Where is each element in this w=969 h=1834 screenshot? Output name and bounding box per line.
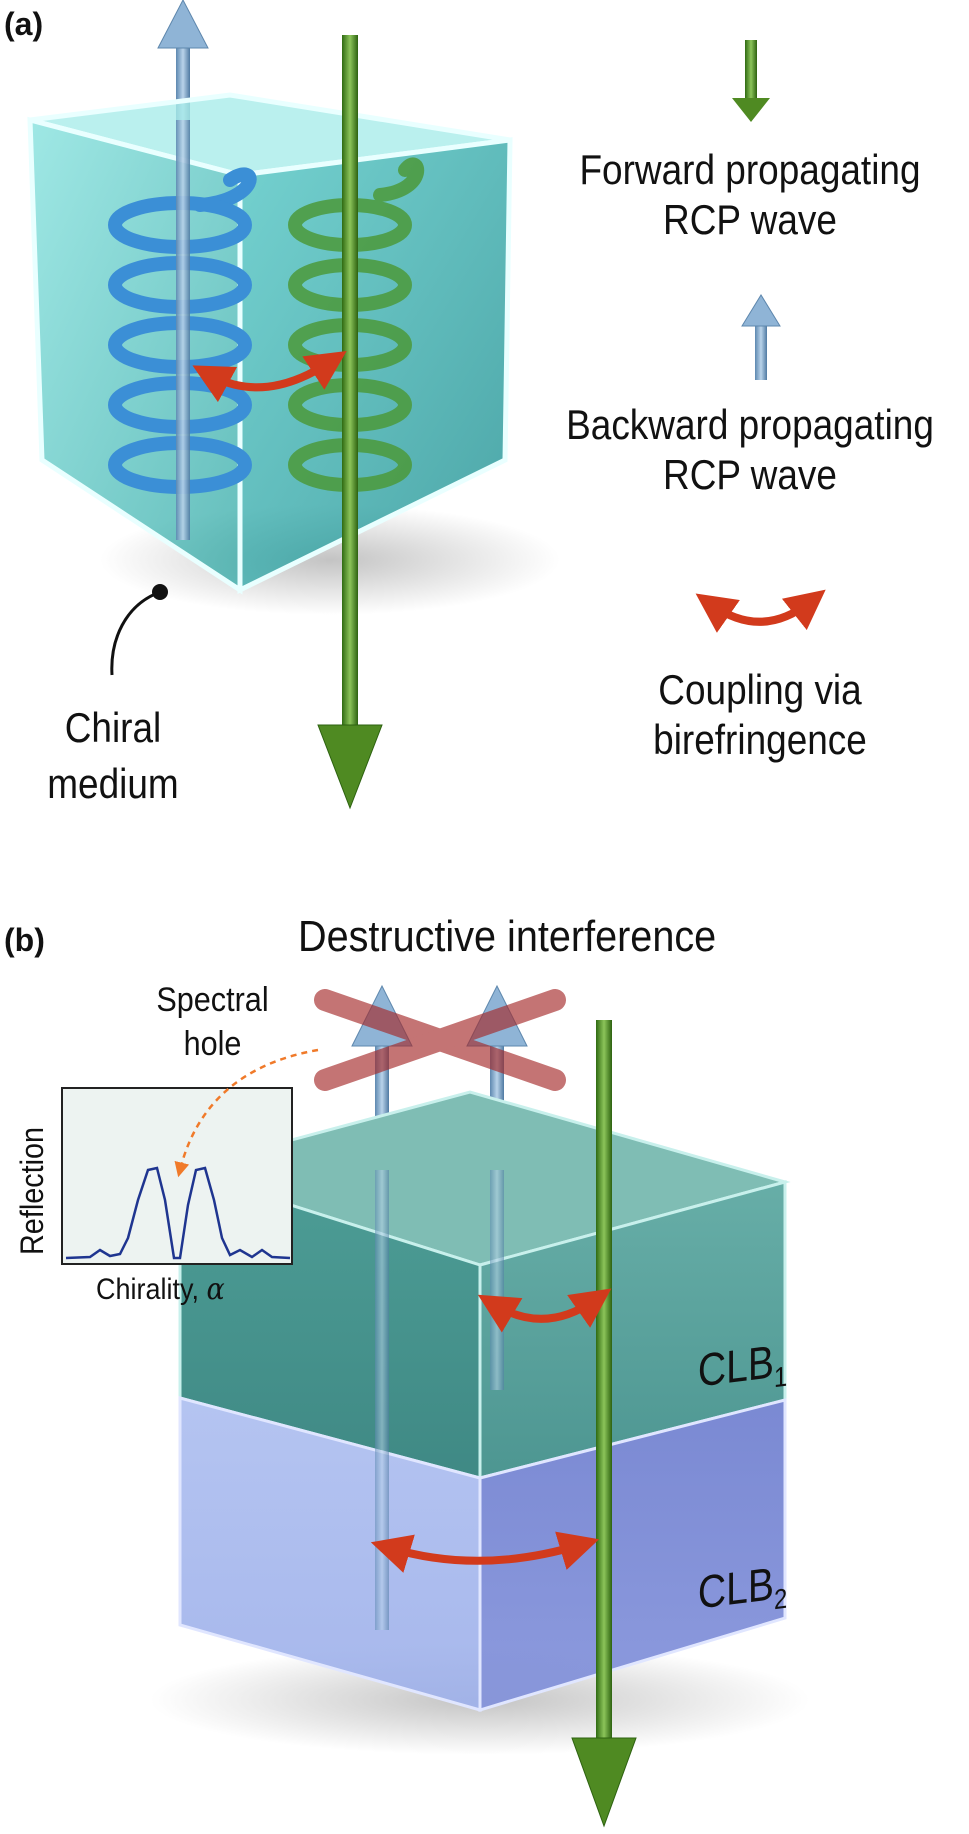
forward-wave-b-shaft — [596, 1020, 612, 1740]
legend-backward-arrowhead — [741, 294, 781, 327]
legend-backward-shaft — [755, 322, 767, 380]
forward-wave-b-arrowhead — [571, 1737, 637, 1828]
clb1-label-base: CLB — [697, 1335, 774, 1397]
legend-forward: Forward propagating RCP wave — [565, 145, 935, 245]
clb2-side-face — [478, 1398, 787, 1713]
spectral-hole-label: Spectral hole — [129, 978, 296, 1066]
legend-coupling: Coupling via birefringence — [584, 665, 936, 765]
spectral-hole-line2: hole — [183, 1025, 242, 1063]
legend-coupling-line2: birefringence — [653, 716, 867, 763]
legend-forward-arrowhead — [732, 98, 770, 122]
inset-frame — [61, 1087, 293, 1265]
inset-xlabel: Chirality, α — [96, 1272, 225, 1307]
coupling-arrow-b2 — [370, 1531, 600, 1573]
legend-backward: Backward propagating RCP wave — [556, 400, 943, 500]
backward-wave-1-inner — [375, 1170, 389, 1630]
legend-forward-line1: Forward propagating — [579, 146, 921, 193]
clb1-label: CLB1 — [698, 1332, 787, 1403]
coupling-arrow-a — [192, 350, 347, 403]
panel-b-graphic — [61, 984, 810, 1828]
clb1-label-sub: 1 — [773, 1360, 788, 1394]
panel-b-label: (b) — [4, 922, 45, 958]
legend-forward-line2: RCP wave — [663, 196, 837, 243]
coupling-arrow-b1 — [477, 1288, 612, 1333]
reflection-inset — [61, 1048, 319, 1265]
legend-backward-line2: RCP wave — [663, 451, 837, 498]
clb2-label-base: CLB — [697, 1557, 774, 1619]
backward-wave-arrowhead — [157, 0, 209, 49]
legend-coupling-line1: Coupling via — [658, 666, 862, 713]
legend-graphics — [695, 40, 826, 633]
medium-label: Chiral medium — [29, 700, 196, 812]
legend-coupling-arrow — [695, 589, 826, 633]
legend-forward-shaft — [745, 40, 757, 100]
panel-a-graphic — [27, 0, 560, 810]
clb2-label: CLB2 — [698, 1554, 787, 1625]
legend-backward-line1: Backward propagating — [566, 401, 934, 448]
clb2-label-sub: 2 — [773, 1582, 788, 1616]
medium-pointer-line — [110, 590, 161, 676]
backward-wave-2-inner — [490, 1170, 504, 1390]
destructive-cross — [314, 989, 566, 1091]
panel-b-title: Destructive interference — [298, 912, 717, 961]
spectral-hole-pointer — [174, 1048, 319, 1178]
inset-xlabel-symbol: α — [206, 1272, 225, 1307]
forward-wave-arrowhead — [317, 724, 383, 810]
medium-label-line1: Chiral — [64, 704, 162, 751]
inset-xlabel-text: Chirality, — [96, 1273, 207, 1306]
medium-label-line2: medium — [47, 760, 179, 807]
backward-wave-shaft — [176, 120, 190, 540]
forward-wave-shaft — [342, 35, 358, 725]
panel-a-label: (a) — [4, 6, 44, 42]
reflection-curve — [65, 1166, 291, 1260]
spectral-hole-line1: Spectral — [156, 981, 269, 1019]
inset-ylabel: Reflection — [14, 1126, 50, 1255]
